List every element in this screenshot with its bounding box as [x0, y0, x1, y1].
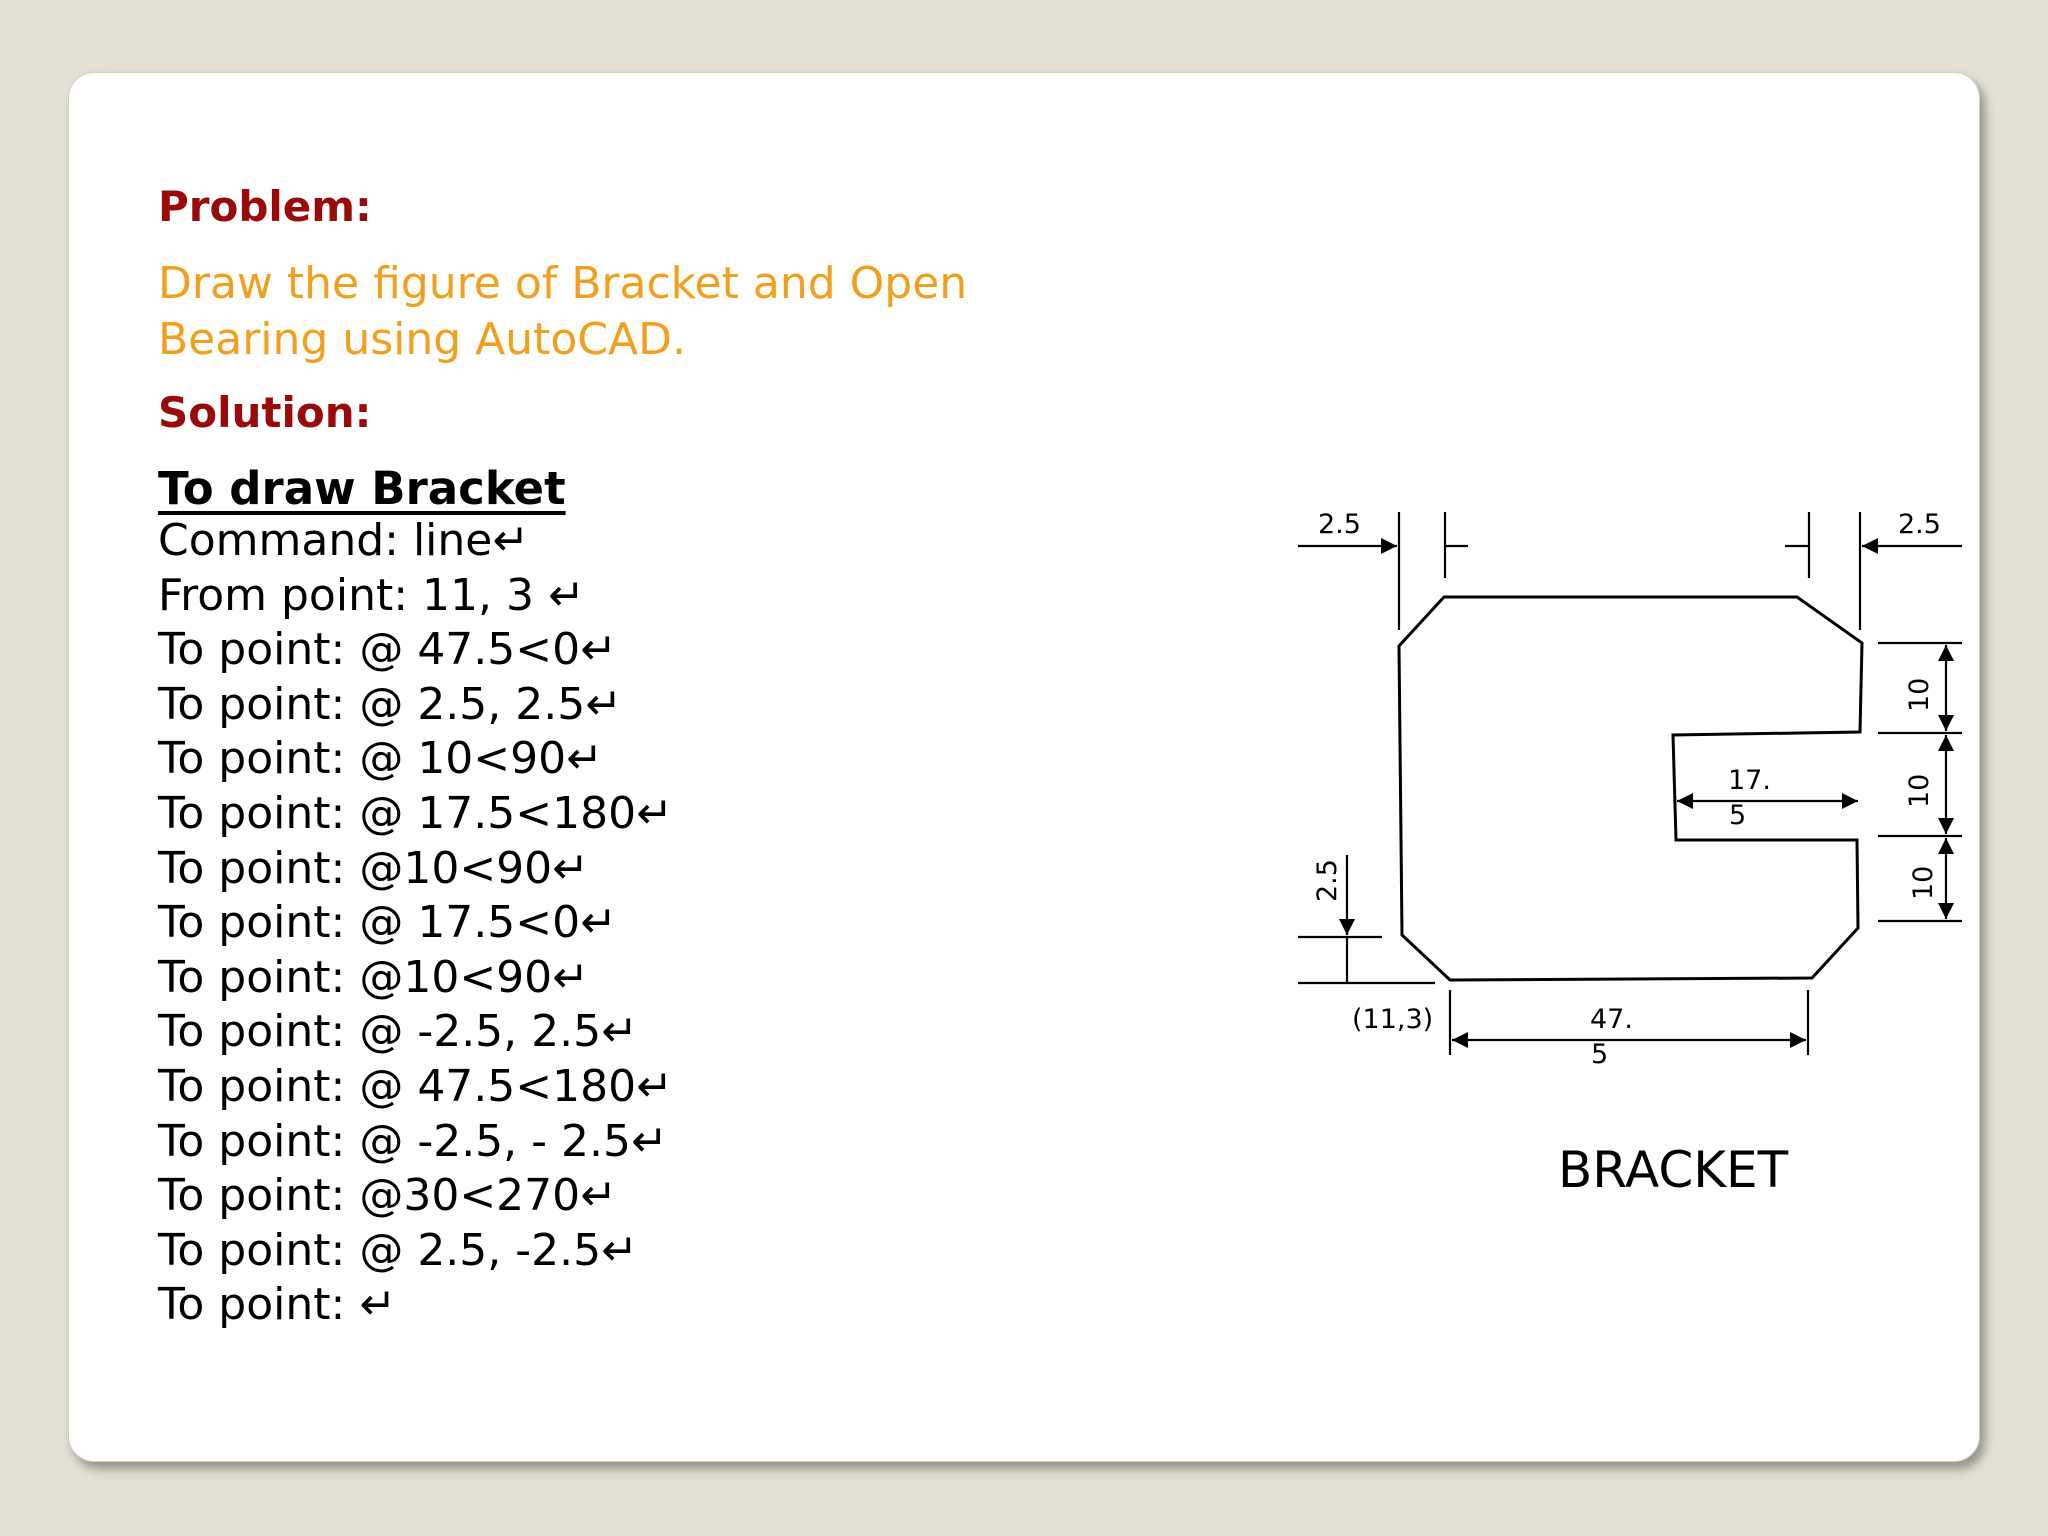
- problem-heading: Problem:: [158, 182, 372, 231]
- dim-label-bottom-b: 5: [1591, 1039, 1608, 1070]
- solution-heading: Solution:: [158, 388, 372, 437]
- dim-label-right-2: 10: [1904, 774, 1935, 808]
- command-line: To point: @ -2.5, - 2.5↵: [158, 1115, 668, 1167]
- dim-label-top-right: 2.5: [1898, 509, 1941, 540]
- command-line: To point: @10<90↵: [158, 842, 590, 894]
- command-line: To point: @ -2.5, 2.5↵: [158, 1006, 638, 1058]
- bracket-outline: [1397, 595, 1864, 982]
- problem-line-1: Draw the figure of Bracket and Open: [158, 258, 968, 309]
- command-line: To point: @ 2.5, 2.5↵: [158, 678, 623, 730]
- command-line: To point: @30<270↵: [158, 1170, 618, 1222]
- command-line: To point: @ 17.5<180↵: [158, 787, 674, 839]
- dim-label-right-1: 10: [1904, 678, 1935, 712]
- slide: [68, 72, 1980, 1462]
- command-line: To point: @ 2.5, -2.5↵: [158, 1224, 638, 1276]
- figure-caption: BRACKET: [1558, 1141, 1789, 1199]
- dim-label-left-vertical: 2.5: [1312, 859, 1343, 902]
- command-line: To point: @ 47.5<180↵: [158, 1060, 674, 1112]
- dim-label-slot-a: 17.: [1728, 765, 1771, 796]
- command-list: Command: line↵ From point: 11, 3 ↵ To po…: [158, 514, 673, 1333]
- command-line: Command: line↵: [158, 515, 530, 566]
- bracket-subheading: To draw Bracket: [158, 462, 566, 515]
- command-line: To point: ↵: [158, 1279, 397, 1331]
- command-line: To point: @ 17.5<0↵: [158, 897, 618, 949]
- dim-label-top-left: 2.5: [1318, 509, 1361, 540]
- dimension-lines: [1298, 512, 1962, 1055]
- dim-label-slot-b: 5: [1729, 800, 1746, 831]
- origin-label: (11,3): [1352, 1004, 1433, 1035]
- command-line: To point: @ 47.5<0↵: [158, 624, 618, 676]
- problem-line-2: Bearing using AutoCAD.: [158, 314, 687, 365]
- problem-statement: Draw the figure of Bracket and Open Bear…: [158, 256, 967, 368]
- command-line: From point: 11, 3 ↵: [158, 569, 585, 621]
- dim-label-right-3: 10: [1908, 866, 1939, 900]
- command-line: To point: @10<90↵: [158, 951, 590, 1003]
- command-line: To point: @ 10<90↵: [158, 733, 604, 785]
- dim-label-bottom-a: 47.: [1590, 1004, 1633, 1035]
